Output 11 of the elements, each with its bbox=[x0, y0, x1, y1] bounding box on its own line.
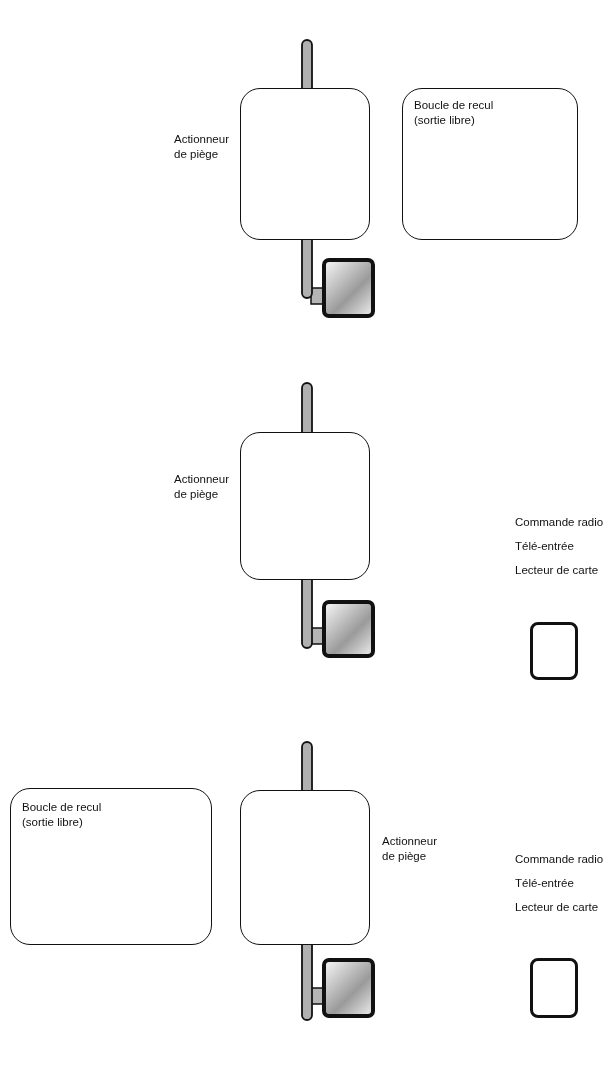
device-label: Commande radio bbox=[515, 852, 604, 867]
zone-label: Actionneur de piège bbox=[174, 472, 230, 502]
device-label: Lecteur de carte bbox=[515, 900, 599, 915]
device-label: Commande radio bbox=[515, 515, 604, 530]
zone-label: Actionneur de piège bbox=[382, 834, 438, 864]
device-label: Télé-entrée bbox=[515, 876, 574, 891]
zone-label: Actionneur de piège bbox=[174, 132, 230, 162]
zone-label: Boucle de recul (sortie libre) bbox=[22, 800, 103, 830]
zone-label: Boucle de recul (sortie libre) bbox=[414, 98, 495, 128]
device-label: Lecteur de carte bbox=[515, 563, 599, 578]
device-label: Télé-entrée bbox=[515, 539, 574, 554]
